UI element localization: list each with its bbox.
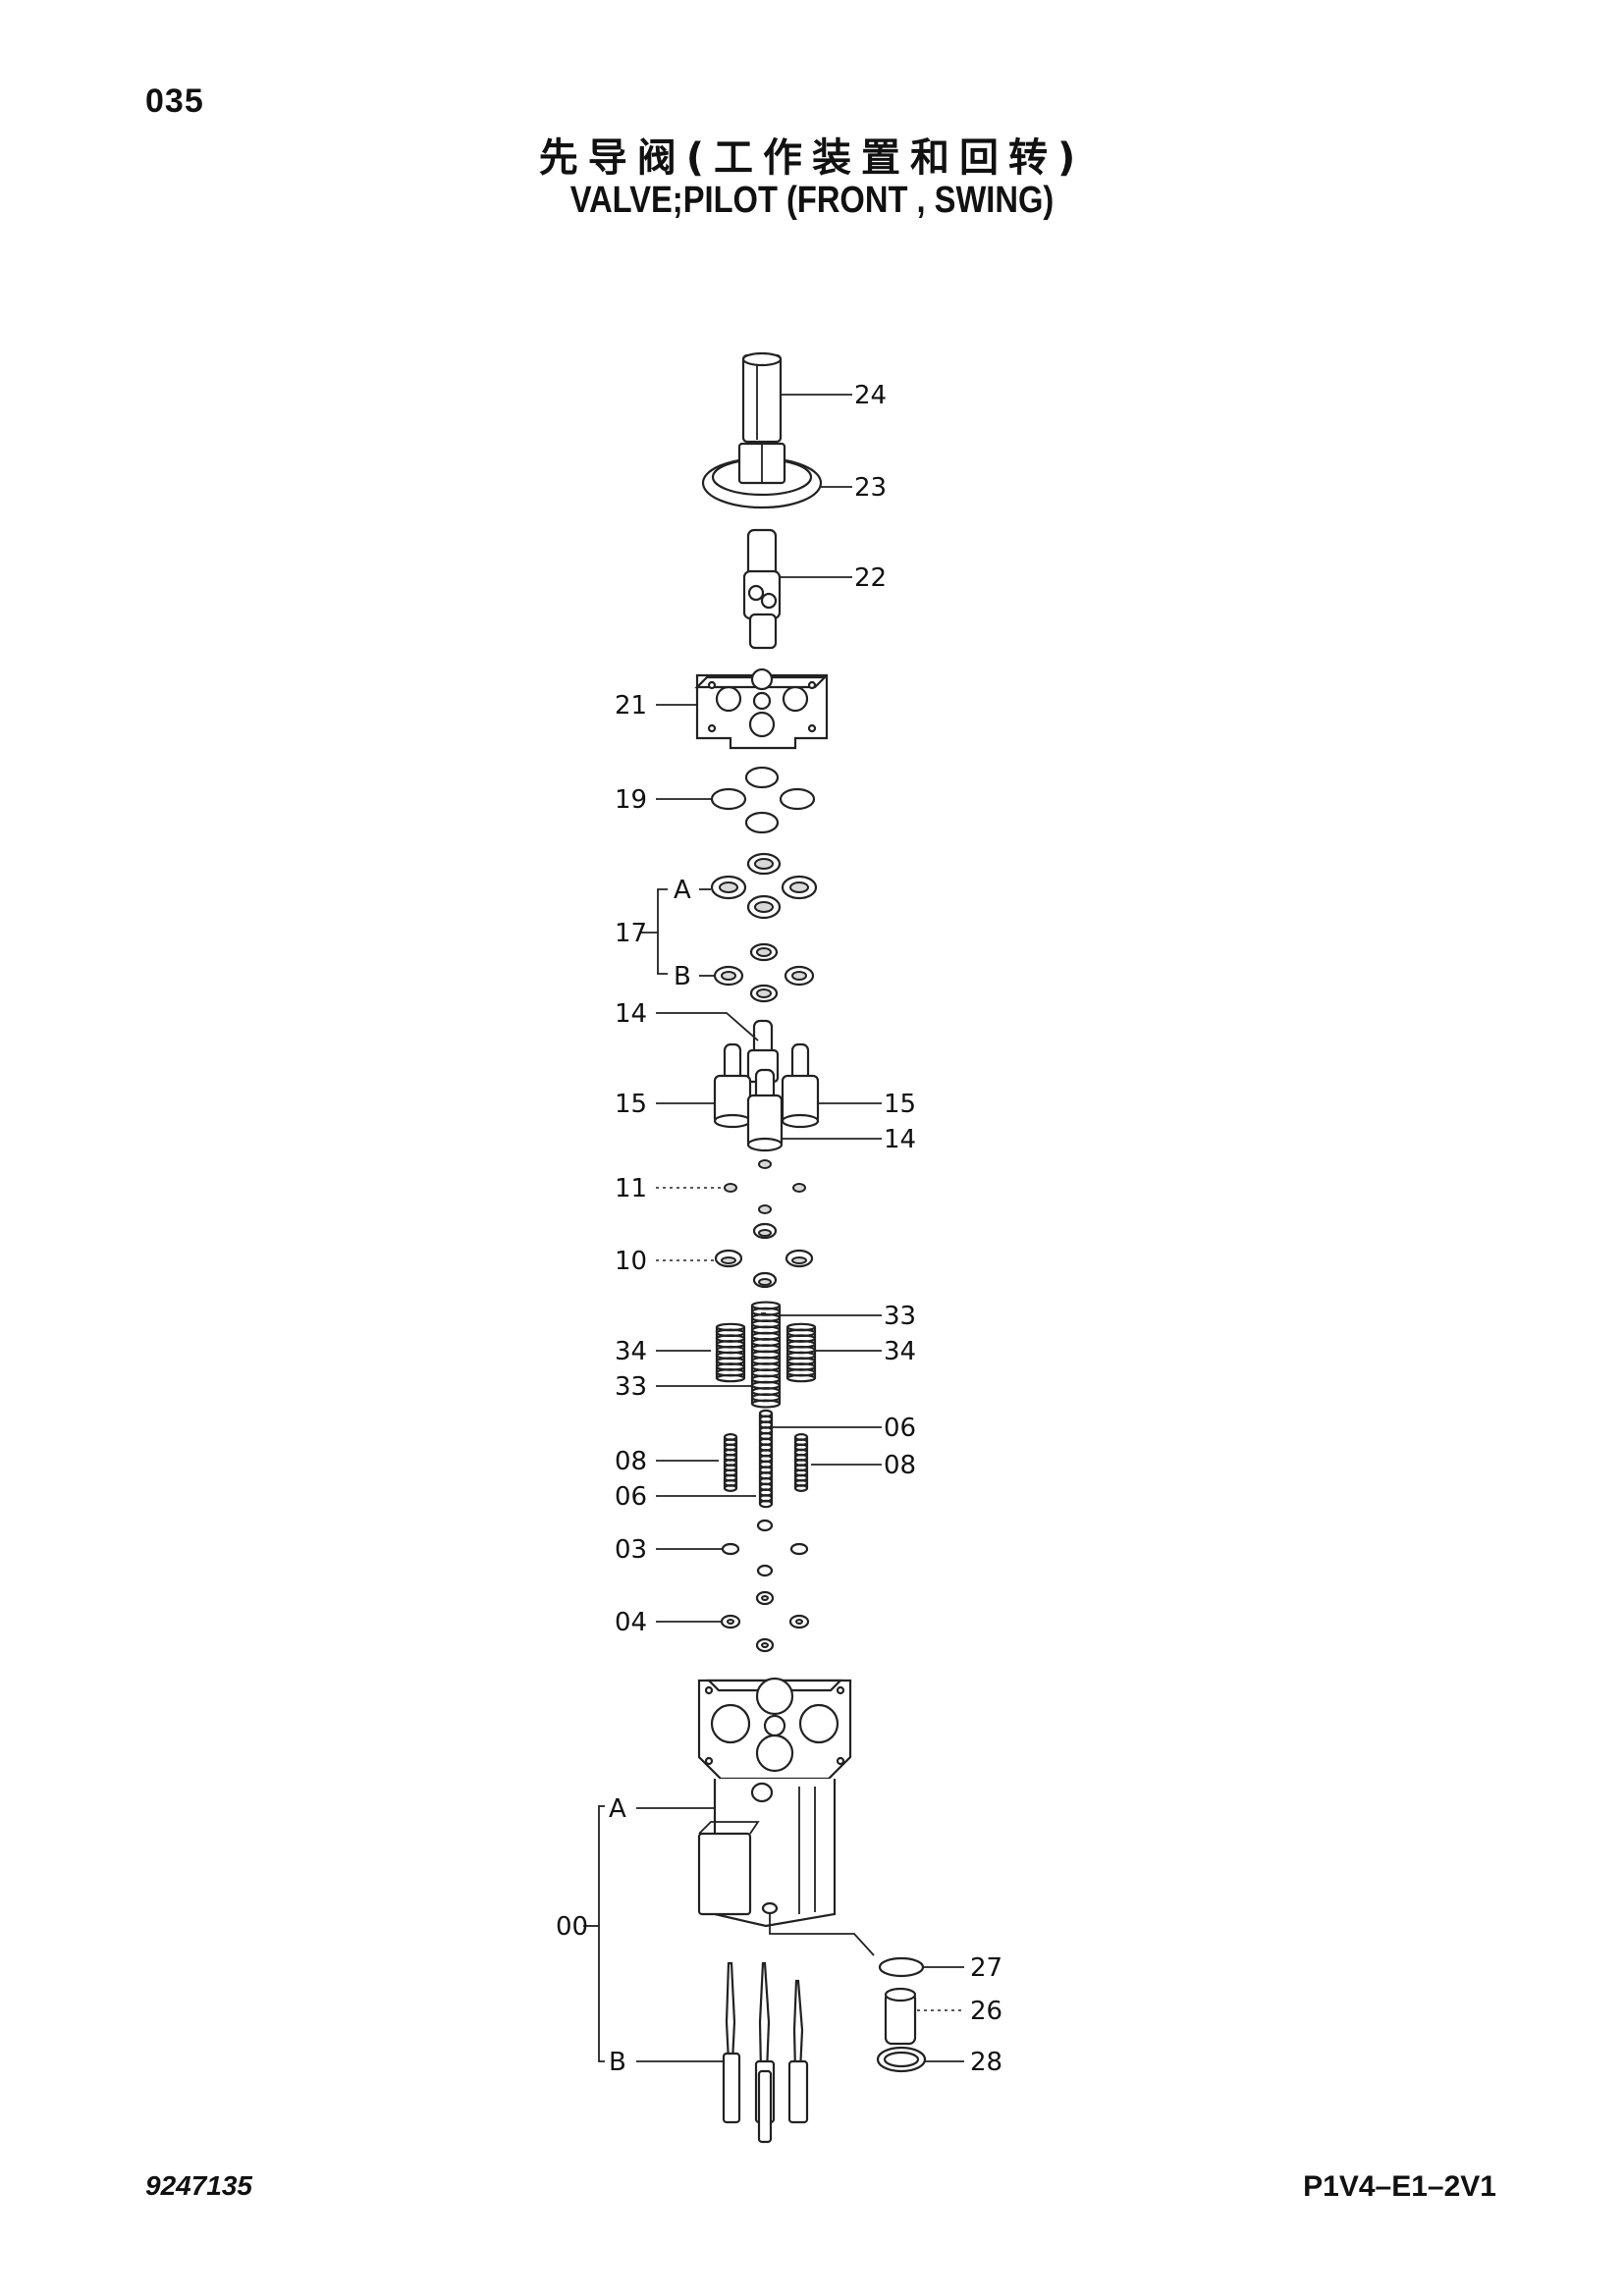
spring-33-center [750,1301,782,1409]
part-21-plate [656,667,829,750]
callout-17-b: B [674,962,691,991]
drawing-code: P1V4–E1–2V1 [1303,2170,1496,2203]
callout-06-left: 06 [615,1482,647,1512]
part-00-casing [583,1677,875,2062]
callout-24: 24 [854,381,887,410]
spring-34-left [715,1322,746,1383]
callout-04: 04 [615,1608,647,1637]
part-03-shims [656,1519,809,1577]
callout-33-left: 33 [615,1372,647,1402]
callout-28: 28 [970,2048,1002,2077]
part-11-washers [656,1159,806,1214]
spring-06-center [758,1409,774,1509]
callout-26: 26 [970,1997,1002,2026]
part-10-spring-seats [656,1222,814,1289]
callout-15-left: 15 [615,1090,647,1119]
callout-06-right: 06 [884,1414,916,1443]
callout-14-right: 14 [884,1125,916,1154]
callout-21: 21 [615,691,647,721]
part-00b-pins [636,1961,809,2144]
callout-27: 27 [970,1953,1002,1983]
callout-34-right: 34 [884,1337,916,1366]
part-19-o-rings [656,766,816,834]
part-23-cover [701,442,852,509]
part-17-seals [641,852,818,1003]
part-33-34-springs [656,1312,882,1387]
callout-19: 19 [615,785,647,815]
callout-11: 11 [615,1174,647,1203]
callout-00-a: A [609,1794,626,1824]
page-number: 035 [145,82,204,120]
callout-14-top: 14 [615,999,647,1029]
callout-23: 23 [854,473,887,503]
callout-03: 03 [615,1535,647,1565]
callout-17-a: A [674,876,691,905]
callout-22: 22 [854,563,887,593]
part-22-joint [742,528,852,650]
title-english: VALVE;PILOT (FRONT , SWING) [569,180,1055,221]
callout-08-right: 08 [884,1451,916,1480]
callout-00: 00 [556,1912,588,1942]
spring-08-left [723,1433,738,1492]
callout-08-left: 08 [615,1447,647,1476]
callout-33-right: 33 [884,1302,916,1331]
spring-08-right [793,1433,809,1492]
part-26-27-28-plug [876,1956,964,2073]
callout-10: 10 [615,1247,647,1276]
part-14-15-pushers [656,1012,882,1152]
title-chinese: 先导阀(工作装置和回转) [538,135,1086,181]
part-04-washers [656,1590,810,1653]
callout-15-right: 15 [884,1090,916,1119]
spring-34-right [785,1322,817,1383]
part-24-hex-nut [741,351,852,444]
callout-17: 17 [615,919,647,948]
document-number: 9247135 [145,2170,253,2201]
part-06-08-springs [656,1426,882,1497]
callout-00-b: B [609,2048,626,2077]
callout-34-left: 34 [615,1337,647,1366]
